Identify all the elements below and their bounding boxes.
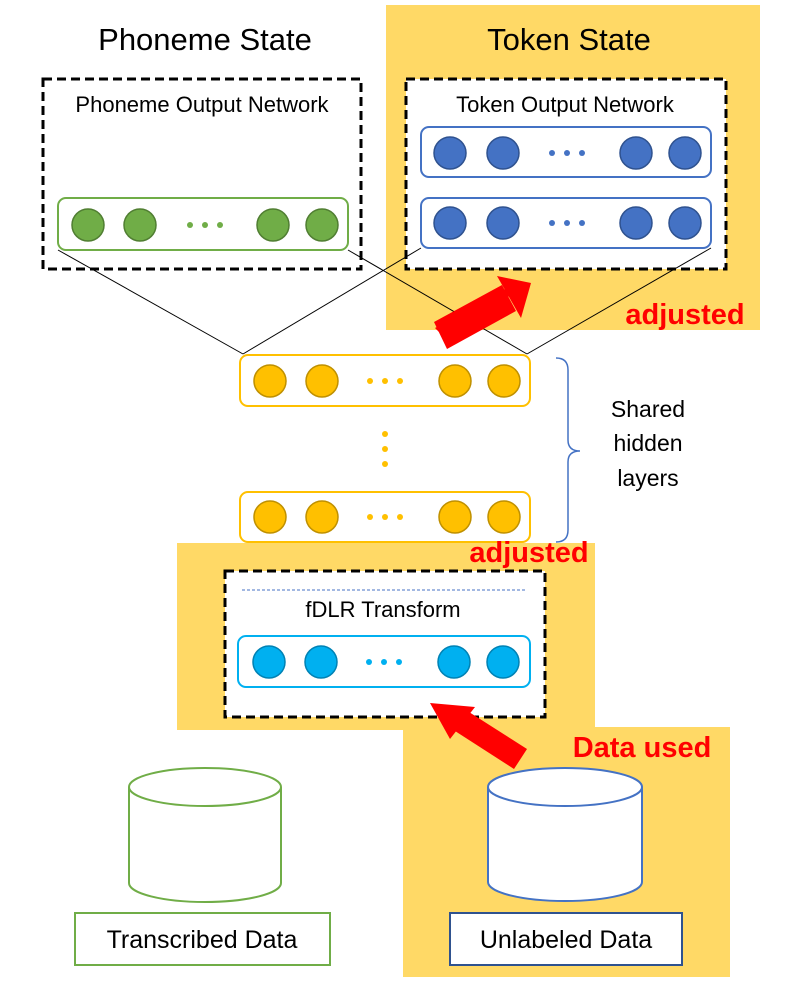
fdlr-node (304, 645, 338, 679)
hidden-node (305, 500, 339, 534)
data-used-arrow-head (430, 703, 475, 739)
shared-hidden-label-line2: hidden (613, 430, 682, 456)
connection-lines (57, 247, 712, 355)
token-layer-bottom-nodes (433, 206, 702, 240)
hidden-node (487, 364, 521, 398)
fdlr-node (437, 645, 471, 679)
fdlr-node (252, 645, 286, 679)
token-output-network-label: Token Output Network (456, 92, 675, 117)
phoneme-node (71, 208, 105, 242)
connection-line (242, 247, 422, 355)
token-layer-top-nodes (433, 136, 702, 170)
phoneme-node (123, 208, 157, 242)
token-node (486, 136, 520, 170)
phoneme-node (305, 208, 339, 242)
phoneme-output-network-label: Phoneme Output Network (75, 92, 329, 117)
phoneme-layer-nodes (71, 208, 339, 242)
token-node (668, 206, 702, 240)
connection-line (347, 249, 528, 355)
fdlr-ellipsis (366, 659, 402, 665)
data-used-label: Data used (573, 732, 712, 764)
transcribed-data-label-box (74, 912, 331, 966)
token-node (486, 206, 520, 240)
token-node (433, 136, 467, 170)
hidden-node (305, 364, 339, 398)
shared-hidden-brace (555, 357, 581, 543)
transcribed-data-cylinder (128, 767, 282, 903)
shared-hidden-label-line3: layers (617, 465, 678, 491)
token-adjust-arrow-head (497, 276, 531, 318)
fdlr-layer-nodes (252, 645, 520, 679)
phoneme-ellipsis (187, 222, 223, 228)
hidden-node (253, 364, 287, 398)
hidden-node (253, 500, 287, 534)
phoneme-node (256, 208, 290, 242)
hidden-bottom-ellipsis (367, 514, 403, 520)
transcribed-data-label: Transcribed Data (107, 926, 298, 954)
unlabeled-data-label-box (449, 912, 683, 966)
fdlr-node (486, 645, 520, 679)
data-used-arrow-body (455, 712, 527, 769)
token-node (433, 206, 467, 240)
hidden-layer-top-nodes (253, 364, 521, 398)
hidden-node (487, 500, 521, 534)
hidden-top-ellipsis (367, 378, 403, 384)
unlabeled-data-label: Unlabeled Data (480, 926, 652, 954)
hidden-node (438, 364, 472, 398)
shared-hidden-label-line1: Shared (611, 396, 685, 422)
hidden-layer-bottom-nodes (253, 500, 521, 534)
token-adjusted-label: adjusted (625, 299, 744, 331)
token-node (619, 206, 653, 240)
unlabeled-data-cylinder (487, 767, 643, 902)
token-bottom-ellipsis (549, 220, 585, 226)
token-node (619, 136, 653, 170)
connection-line (526, 247, 712, 355)
token-top-ellipsis (549, 150, 585, 156)
token-adjust-arrow-body (434, 285, 516, 349)
fdlr-adjusted-label: adjusted (469, 537, 588, 569)
connection-line (57, 249, 244, 355)
hidden-node (438, 500, 472, 534)
fdlr-transform-label: fDLR Transform (305, 597, 460, 622)
token-state-title: Token State (487, 22, 651, 57)
token-node (668, 136, 702, 170)
phoneme-state-title: Phoneme State (98, 22, 312, 57)
vertical-ellipsis (382, 431, 388, 467)
